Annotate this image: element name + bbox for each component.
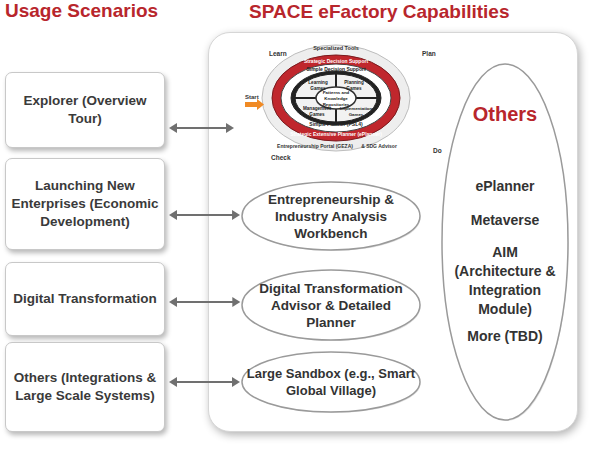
ellipse-text-wrap: Digital Transformation Advisor & Detaile…: [241, 269, 421, 341]
outer-ring: [262, 45, 410, 151]
others-item: More (TBD): [450, 327, 560, 345]
cycle-label: Learn: [269, 49, 287, 60]
wheel-text: Implementation Games: [339, 106, 373, 118]
ellipse-text-wrap: Large Sandbox (e.g., Smart Global Villag…: [241, 351, 421, 413]
others-heading: Others: [450, 101, 560, 127]
scenario-text: Others (Integrations & Large Scale Syste…: [8, 369, 162, 405]
wheel-text: Management Games: [302, 106, 332, 118]
start-arrow: [245, 99, 285, 111]
wheel-text: & SDG Advisor: [354, 143, 404, 149]
scenario-box: Explorer (Overview Tour): [5, 72, 165, 148]
arrow-head: [232, 210, 240, 220]
others-ellipse: Others ePlannerMetaverseAIM (Architecture…: [441, 63, 569, 421]
arrow-line: [176, 301, 233, 303]
arrow-line: [176, 127, 227, 129]
ellipse-text: Entrepreneurship & Industry Analysis Wor…: [253, 191, 409, 242]
arrow-head: [169, 123, 177, 133]
double-arrow: [169, 123, 234, 133]
scenario-box: Launching New Enterprises (Economic Deve…: [5, 158, 165, 250]
ellipse-shape: [242, 270, 420, 340]
wheel-text: Simple Planner (PSL4): [276, 121, 396, 127]
wheel-text: Patterns and Knowledge Repositories: [318, 90, 354, 108]
ellipse-text: Digital Transformation Advisor & Detaile…: [253, 280, 409, 331]
scenario-text: Explorer (Overview Tour): [8, 92, 162, 128]
ellipse-shape: [242, 182, 420, 250]
ellipse-shape: [242, 352, 420, 412]
arrow-head: [232, 377, 240, 387]
ellipse-outline: [241, 351, 421, 413]
others-item: AIM (Architecture & Integration Module): [450, 243, 560, 319]
scenario-text: Digital Transformation: [13, 290, 156, 308]
capability-ellipse: Large Sandbox (e.g., Smart Global Villag…: [241, 351, 421, 413]
cycle-label: Check: [271, 153, 291, 164]
column-heading: Usage Scenarios: [5, 0, 158, 22]
others-item: ePlanner: [450, 177, 560, 195]
ellipse-shape: [442, 64, 568, 420]
arrow-head: [169, 377, 177, 387]
wheel-text: Specialized Tools: [236, 45, 436, 51]
arrow-line: [176, 214, 233, 216]
start-arrow-shape: [245, 99, 264, 110]
scenario-box: Digital Transformation: [5, 262, 165, 336]
arrow-head: [169, 210, 177, 220]
double-arrow: [169, 210, 240, 220]
panel-heading: SPACE eFactory Capabilities: [249, 0, 509, 24]
scenario-box: Others (Integrations & Large Scale Syste…: [5, 342, 165, 432]
red-ring: [272, 55, 400, 141]
arrow-head: [169, 297, 177, 307]
dark-ring: [291, 71, 381, 125]
others-item: Metaverse: [450, 211, 560, 229]
wheel-text: Strategic Extensive Planner (ePlanner): [266, 131, 406, 137]
wheel-text: Simple Decision Support: [276, 66, 396, 72]
arrow-head: [226, 123, 234, 133]
capabilities-panel: SPACE eFactory CapabilitiesSpecialized T…: [208, 32, 578, 432]
wheel-text: Strategic Decision Support: [276, 58, 396, 64]
start-label: Start: [245, 92, 259, 102]
wheel-text: Entrepreneurship Portal (GEZA): [270, 143, 360, 149]
cycle-label: Plan: [422, 49, 436, 60]
arrow-head: [232, 297, 240, 307]
capability-ellipse: Digital Transformation Advisor & Detaile…: [241, 269, 421, 341]
double-arrow: [169, 297, 240, 307]
cycle-label: Do: [433, 146, 442, 157]
ellipse-text-wrap: Entrepreneurship & Industry Analysis Wor…: [241, 181, 421, 251]
quadrant-field: [295, 74, 377, 122]
scenario-text: Launching New Enterprises (Economic Deve…: [8, 177, 162, 231]
ellipse-text: Large Sandbox (e.g., Smart Global Villag…: [245, 365, 417, 399]
pdca-wheel: Specialized ToolsStrategic Decision Supp…: [236, 43, 436, 163]
arrow-line: [176, 381, 233, 383]
double-arrow: [169, 377, 240, 387]
capability-ellipse: Entrepreneurship & Industry Analysis Wor…: [241, 181, 421, 251]
